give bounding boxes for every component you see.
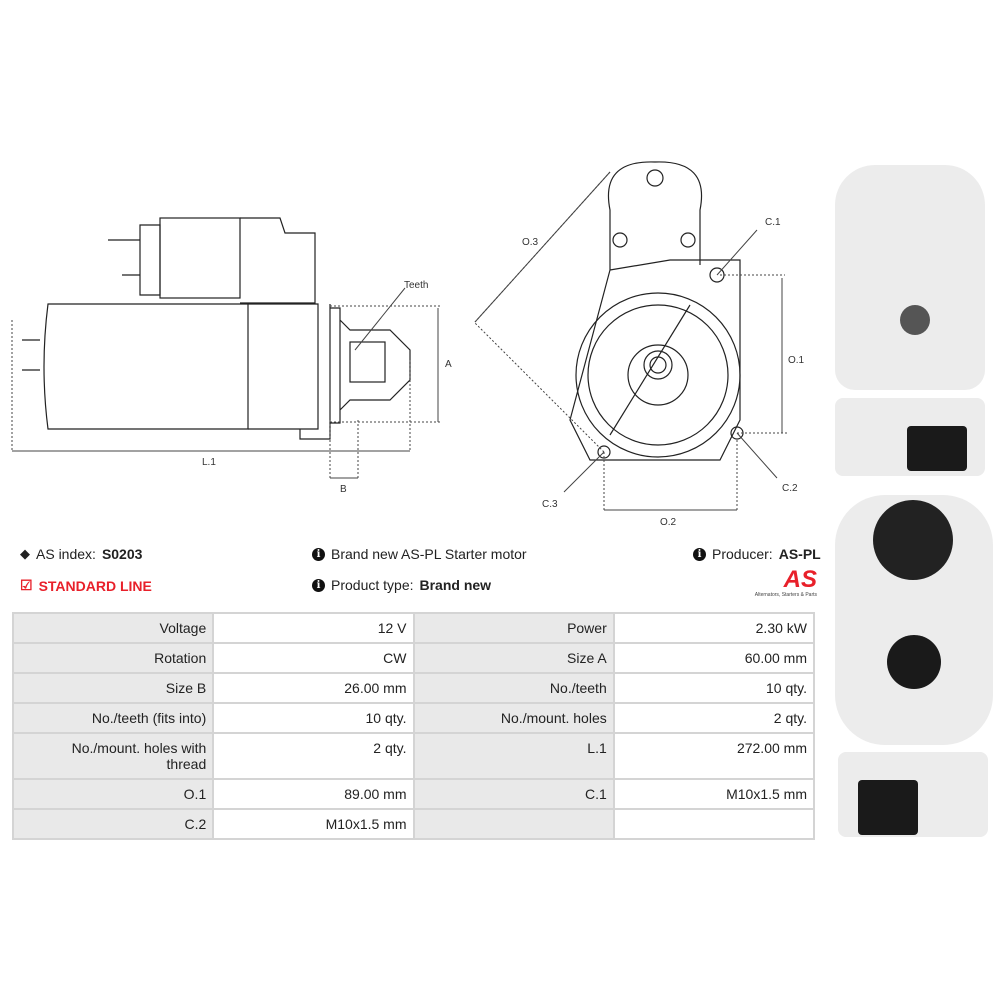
spec-value: 10 qty.: [212, 702, 415, 734]
spec-row: No./teeth (fits into)10 qty.No./mount. h…: [11, 702, 816, 734]
label-o1: O.1: [788, 355, 805, 366]
spec-value: 60.00 mm: [612, 642, 816, 674]
producer: i Producer:AS-PL: [693, 546, 821, 562]
spec-label: L.1: [412, 732, 615, 780]
spec-label: C.1: [412, 778, 615, 810]
spec-value: 10 qty.: [612, 672, 816, 704]
spec-label: [412, 808, 615, 840]
spec-value: M10x1.5 mm: [212, 808, 415, 840]
spec-value: 272.00 mm: [612, 732, 816, 780]
tags-icon: ◆: [20, 546, 30, 561]
as-index-value: S0203: [101, 546, 143, 562]
info-icon: i: [693, 547, 706, 561]
as-pl-logo: AS Alternators, Starters & Parts: [754, 566, 817, 599]
spec-label: Rotation: [11, 642, 215, 674]
product-photo-top: [838, 752, 988, 837]
spec-value: 2 qty.: [212, 732, 415, 780]
label-l1: L.1: [202, 457, 216, 468]
spec-value: CW: [212, 642, 415, 674]
product-photo-side: [835, 398, 985, 476]
as-index: ◆ AS index:S0203: [20, 546, 143, 562]
label-c3: C.3: [542, 499, 558, 510]
checkbox-checked-icon: ☑: [20, 577, 33, 593]
spec-label: O.1: [11, 778, 215, 810]
spec-label: No./mount. holes with thread: [11, 732, 215, 780]
spec-value: 89.00 mm: [212, 778, 415, 810]
spec-value: 12 V: [212, 612, 415, 644]
spec-label: Size A: [412, 642, 615, 674]
info-icon: i: [312, 578, 325, 592]
label-o3: O.3: [522, 237, 539, 248]
spec-label: Size B: [11, 672, 215, 704]
product-type: i Product type:Brand new: [312, 577, 491, 593]
spec-value: 2 qty.: [612, 702, 816, 734]
spec-label: C.2: [11, 808, 215, 840]
spec-value: M10x1.5 mm: [612, 778, 816, 810]
spec-label: No./teeth: [412, 672, 615, 704]
spec-value: 2.30 kW: [612, 612, 816, 644]
description: i Brand new AS-PL Starter motor: [312, 546, 527, 562]
spec-value: 26.00 mm: [212, 672, 415, 704]
spec-label: No./teeth (fits into): [11, 702, 215, 734]
side-view-drawing: Teeth A L.1 B: [11, 217, 452, 495]
spec-label: No./mount. holes: [412, 702, 615, 734]
label-a: A: [445, 359, 452, 370]
label-c1: C.1: [765, 217, 781, 228]
label-b: B: [340, 484, 347, 495]
label-o2: O.2: [660, 517, 677, 528]
product-photo-front: [835, 165, 985, 390]
label-c2: C.2: [782, 483, 798, 494]
label-teeth: Teeth: [404, 280, 428, 291]
spec-label: Voltage: [11, 612, 215, 644]
spec-label: Power: [412, 612, 615, 644]
spec-value: [612, 808, 816, 840]
info-icon: i: [312, 547, 325, 561]
front-view-drawing: O.3 C.1 O.1 C.2 O.2 C.3: [473, 161, 805, 528]
product-line: ☑ STANDARD LINE: [20, 577, 152, 594]
product-photo-rear: [835, 495, 993, 745]
